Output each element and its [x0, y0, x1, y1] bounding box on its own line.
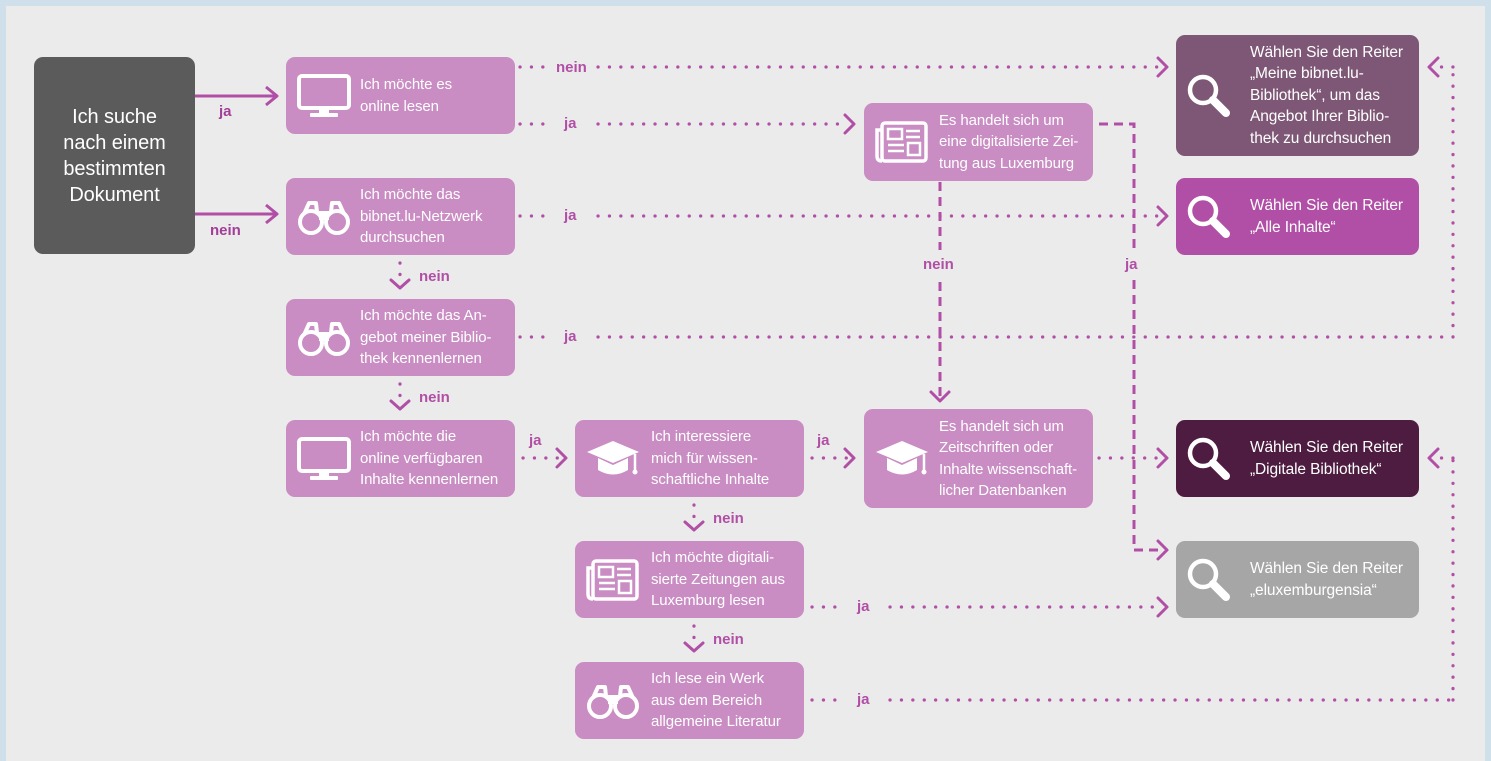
label-start-ja: ja: [219, 103, 232, 120]
label-netzwerk-ja: ja: [564, 207, 577, 224]
arrowhead-alle: [1156, 205, 1169, 227]
binoculars-icon: [585, 679, 641, 723]
arrowhead-nein-1: [389, 278, 411, 290]
question-angebot: Ich möchte das An- gebot meiner Biblio- …: [286, 299, 515, 376]
arrowhead-wissenschaft: [555, 447, 568, 469]
dotted-angebot-ja-to-meine: [518, 65, 1455, 339]
label-online-inhalte-ja: ja: [529, 432, 542, 449]
monitor-icon: [296, 437, 352, 481]
result-meine-bibliothek: Wählen Sie den Reiter „Meine bibnet.lu- …: [1176, 35, 1419, 156]
arrowhead-digitale-back: [1427, 447, 1440, 469]
question-netzwerk: Ich möchte das bibnet.lu-Netzwerk durchs…: [286, 178, 515, 255]
label-zeitungen-ja: ja: [857, 598, 870, 615]
start-box: Ich suche nach einem bestimmten Dokument: [34, 57, 195, 254]
arrowhead-elux-dotted: [1156, 596, 1169, 618]
arrowhead-nein-3: [683, 520, 705, 532]
question-literatur: Ich lese ein Werk aus dem Bereich allgem…: [575, 662, 804, 739]
label-digit-zeitung-nein: nein: [923, 256, 954, 273]
arrowhead-digitale: [1156, 447, 1169, 469]
question-digit-zeitung-text: Es handelt sich um eine digitalisierte Z…: [939, 111, 1079, 172]
label-online-ja: ja: [564, 115, 577, 132]
label-angebot-nein: nein: [419, 389, 450, 406]
magnifier-icon: [1184, 434, 1234, 484]
magnifier-icon: [1184, 71, 1234, 121]
label-wissenschaft-ja: ja: [817, 432, 830, 449]
magnifier-icon: [1184, 192, 1234, 242]
question-zeitungen: Ich möchte digitali- sierte Zeitungen au…: [575, 541, 804, 618]
arrowhead-zeitschriften: [843, 447, 856, 469]
arrowhead-nein-2: [389, 399, 411, 411]
result-eluxemburgensia-text: Wählen Sie den Reiter „eluxemburgensia“: [1250, 560, 1403, 599]
question-wissenschaft-text: Ich interessiere mich für wissen- schaft…: [651, 428, 770, 489]
arrowhead-meine-back: [1427, 56, 1440, 78]
binoculars-icon: [296, 195, 352, 239]
result-alle-inhalte: Wählen Sie den Reiter „Alle Inhalte“: [1176, 178, 1419, 255]
magnifier-icon: [1184, 555, 1234, 605]
result-alle-text: Wählen Sie den Reiter „Alle Inhalte“: [1250, 197, 1403, 236]
question-online-inhalte: Ich möchte die online verfügbaren Inhalt…: [286, 420, 515, 497]
arrowhead-zeitschriften-down: [929, 390, 951, 403]
graduation-cap-icon: [874, 437, 930, 481]
result-digitale-text: Wählen Sie den Reiter „Digitale Biblioth…: [1250, 439, 1403, 478]
question-online-inhalte-text: Ich möchte die online verfügbaren Inhalt…: [360, 428, 499, 489]
arrowhead-meine: [1156, 56, 1169, 78]
newspaper-icon: [874, 120, 930, 164]
question-literatur-text: Ich lese ein Werk aus dem Bereich allgem…: [651, 670, 781, 731]
question-angebot-text: Ich möchte das An- gebot meiner Biblio- …: [360, 307, 492, 368]
result-meine-text: Wählen Sie den Reiter „Meine bibnet.lu- …: [1250, 43, 1403, 147]
label-digit-zeitung-ja: ja: [1125, 256, 1138, 273]
arrowhead-zeitung: [843, 113, 856, 135]
question-online-lesen-text: Ich möchte es online lesen: [360, 76, 453, 115]
graduation-cap-icon: [585, 437, 641, 481]
label-literatur-ja: ja: [857, 691, 870, 708]
label-wissenschaft-nein: nein: [713, 510, 744, 527]
arrowhead-nein-4: [683, 641, 705, 653]
label-angebot-ja: ja: [564, 328, 577, 345]
newspaper-icon: [585, 558, 641, 602]
result-eluxemburgensia: Wählen Sie den Reiter „eluxemburgensia“: [1176, 541, 1419, 618]
dashed-zeitung-ja-to-elux: [1099, 122, 1162, 552]
question-zeitungen-text: Ich möchte digitali- sierte Zeitungen au…: [651, 549, 785, 610]
label-netzwerk-nein: nein: [419, 268, 450, 285]
start-text: Ich suche nach einem bestimmten Dokument: [63, 105, 166, 206]
question-zeitschriften-text: Es handelt sich um Zeitschriften oder In…: [939, 417, 1077, 500]
question-digit-zeitung: Es handelt sich um eine digitalisierte Z…: [864, 103, 1093, 181]
arrow-start-nein: [195, 203, 279, 225]
label-start-nein: nein: [210, 222, 241, 239]
arrowhead-elux-dashed: [1156, 539, 1169, 561]
question-zeitschriften: Es handelt sich um Zeitschriften oder In…: [864, 409, 1093, 508]
monitor-icon: [296, 74, 352, 118]
question-netzwerk-text: Ich möchte das bibnet.lu-Netzwerk durchs…: [360, 186, 483, 247]
question-wissenschaft: Ich interessiere mich für wissen- schaft…: [575, 420, 804, 497]
result-digitale-bibliothek: Wählen Sie den Reiter „Digitale Biblioth…: [1176, 420, 1419, 497]
label-online-nein: nein: [556, 59, 587, 76]
arrow-start-ja: [195, 85, 279, 107]
dotted-literatur-ja-to-digitale: [810, 456, 1455, 702]
binoculars-icon: [296, 316, 352, 360]
question-online-lesen: Ich möchte es online lesen: [286, 57, 515, 134]
label-zeitungen-nein: nein: [713, 631, 744, 648]
